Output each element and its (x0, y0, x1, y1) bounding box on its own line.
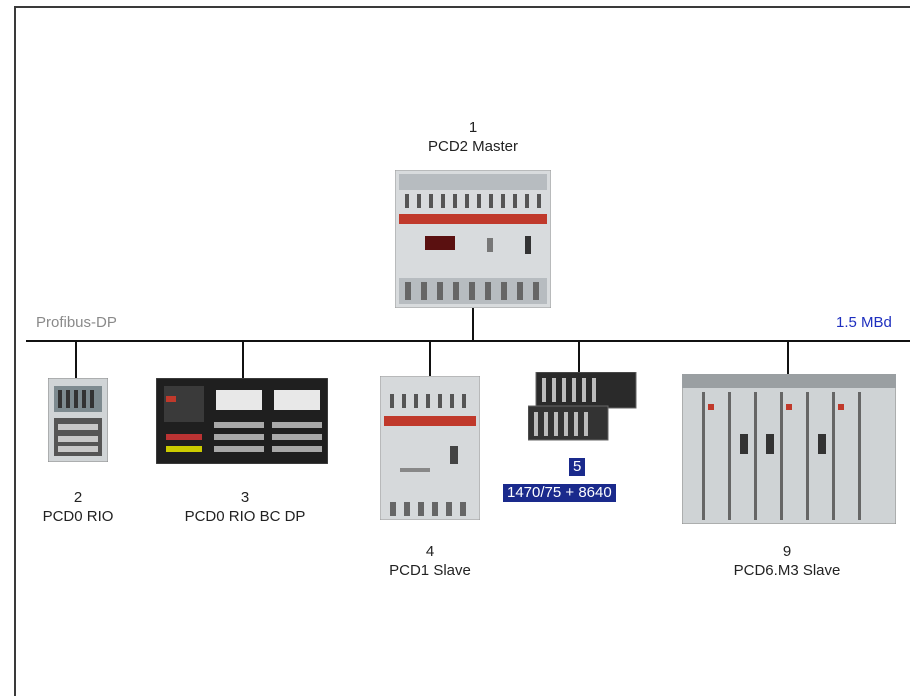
node-5-drop-line (578, 342, 580, 372)
node-1-drop-line (472, 308, 474, 340)
node-5-number: 5 (569, 458, 586, 476)
node-1-number: 1 (468, 119, 478, 136)
node-5-name: 1470/75 + 8640 (503, 484, 616, 502)
pcd0-rio-bc-dp-device (156, 378, 328, 464)
pcd0-rio-device (48, 378, 108, 462)
node-9-name: PCD6.M3 Slave (733, 562, 841, 579)
node-9-drop-line (787, 342, 789, 374)
node-4-number: 4 (425, 543, 435, 560)
node-1-label: 1 PCD2 Master (400, 118, 546, 156)
diagram-frame (14, 6, 910, 696)
bus-name-label: Profibus-DP (36, 314, 117, 331)
node-2-label: 2 PCD0 RIO (18, 488, 138, 526)
node-9-number: 9 (782, 543, 792, 560)
node-3-name: PCD0 RIO BC DP (184, 508, 306, 525)
node-3-number: 3 (240, 489, 250, 506)
node-2-name: PCD0 RIO (42, 508, 114, 525)
node-2-drop-line (75, 342, 77, 378)
node-4-drop-line (429, 342, 431, 376)
node-4-name: PCD1 Slave (389, 562, 471, 579)
node-1-name: PCD2 Master (427, 138, 519, 155)
node-3-label: 3 PCD0 RIO BC DP (160, 488, 330, 526)
bus-speed-label: 1.5 MBd (836, 314, 892, 331)
pcd2-master-device (395, 170, 551, 308)
pcd1-slave-device (380, 376, 480, 520)
node-9-label: 9 PCD6.M3 Slave (712, 542, 862, 580)
profibus-line (26, 340, 910, 342)
node-4-label: 4 PCD1 Slave (370, 542, 490, 580)
node-2-number: 2 (73, 489, 83, 506)
pcd6-m3-slave-device (682, 374, 896, 524)
node-5-device (528, 372, 637, 441)
node-3-drop-line (242, 342, 244, 378)
